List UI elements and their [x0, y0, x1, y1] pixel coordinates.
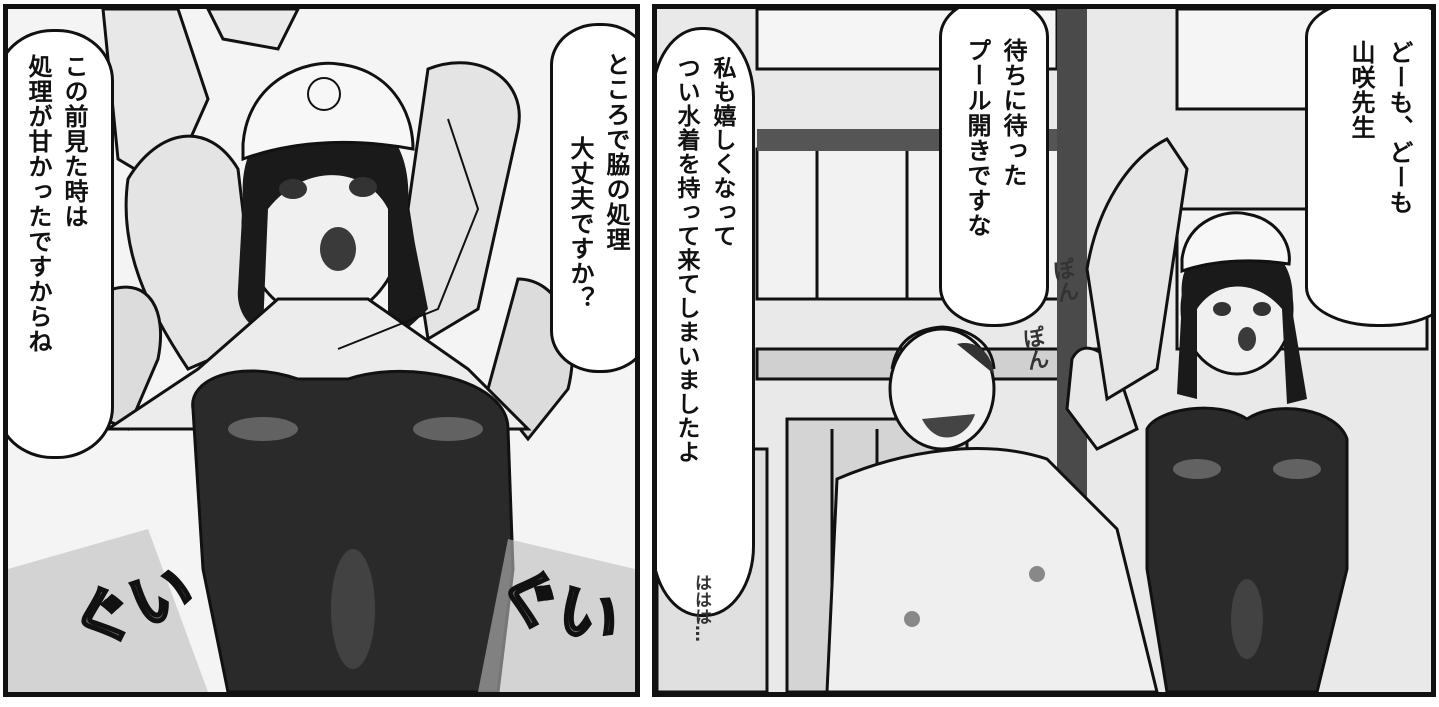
speech-text-top-right-line-2: 山咲先生 — [1347, 40, 1375, 140]
sfx-laugh: ははは… — [691, 574, 711, 642]
panel-left: ところで脇の処理 大丈夫ですか？ この前見た時は 処理が甘かったですからね ぐい… — [3, 4, 640, 697]
speech-text-left-line-2: 処理が甘かったですからね — [24, 54, 52, 354]
speech-text-left-line-1: この前見た時は — [60, 54, 88, 229]
speech-text-right-panel-left-line-1: 私も嬉しくなって — [709, 56, 735, 248]
speech-text-top-right-line-1: どーも、どーも — [1385, 40, 1413, 215]
speech-bubble-left-right-panel: 私も嬉しくなって つい水着を持って来てしまいましたよ — [657, 27, 755, 617]
speech-text-middle-line-2: プール開きですな — [963, 38, 991, 238]
speech-text-middle-line-1: 待ちに待った — [999, 38, 1027, 188]
speech-bubble-left: この前見た時は 処理が甘かったですからね — [8, 29, 114, 459]
speech-text-right-line-1: ところで脇の処理 — [602, 52, 630, 252]
speech-bubble-middle: 待ちに待った プール開きですな — [939, 9, 1049, 327]
speech-bubble-right: ところで脇の処理 大丈夫ですか？ — [550, 23, 635, 373]
speech-text-right-panel-left-line-2: つい水着を持って来てしまいましたよ — [673, 56, 699, 464]
left-panel-artwork — [8, 9, 635, 692]
speech-bubble-top-right: どーも、どーも 山咲先生 — [1305, 9, 1431, 327]
panel-right: どーも、どーも 山咲先生 待ちに待った プール開きですな 私も嬉しくなって つい… — [652, 4, 1436, 697]
speech-text-right-line-2: 大丈夫ですか？ — [566, 136, 594, 311]
